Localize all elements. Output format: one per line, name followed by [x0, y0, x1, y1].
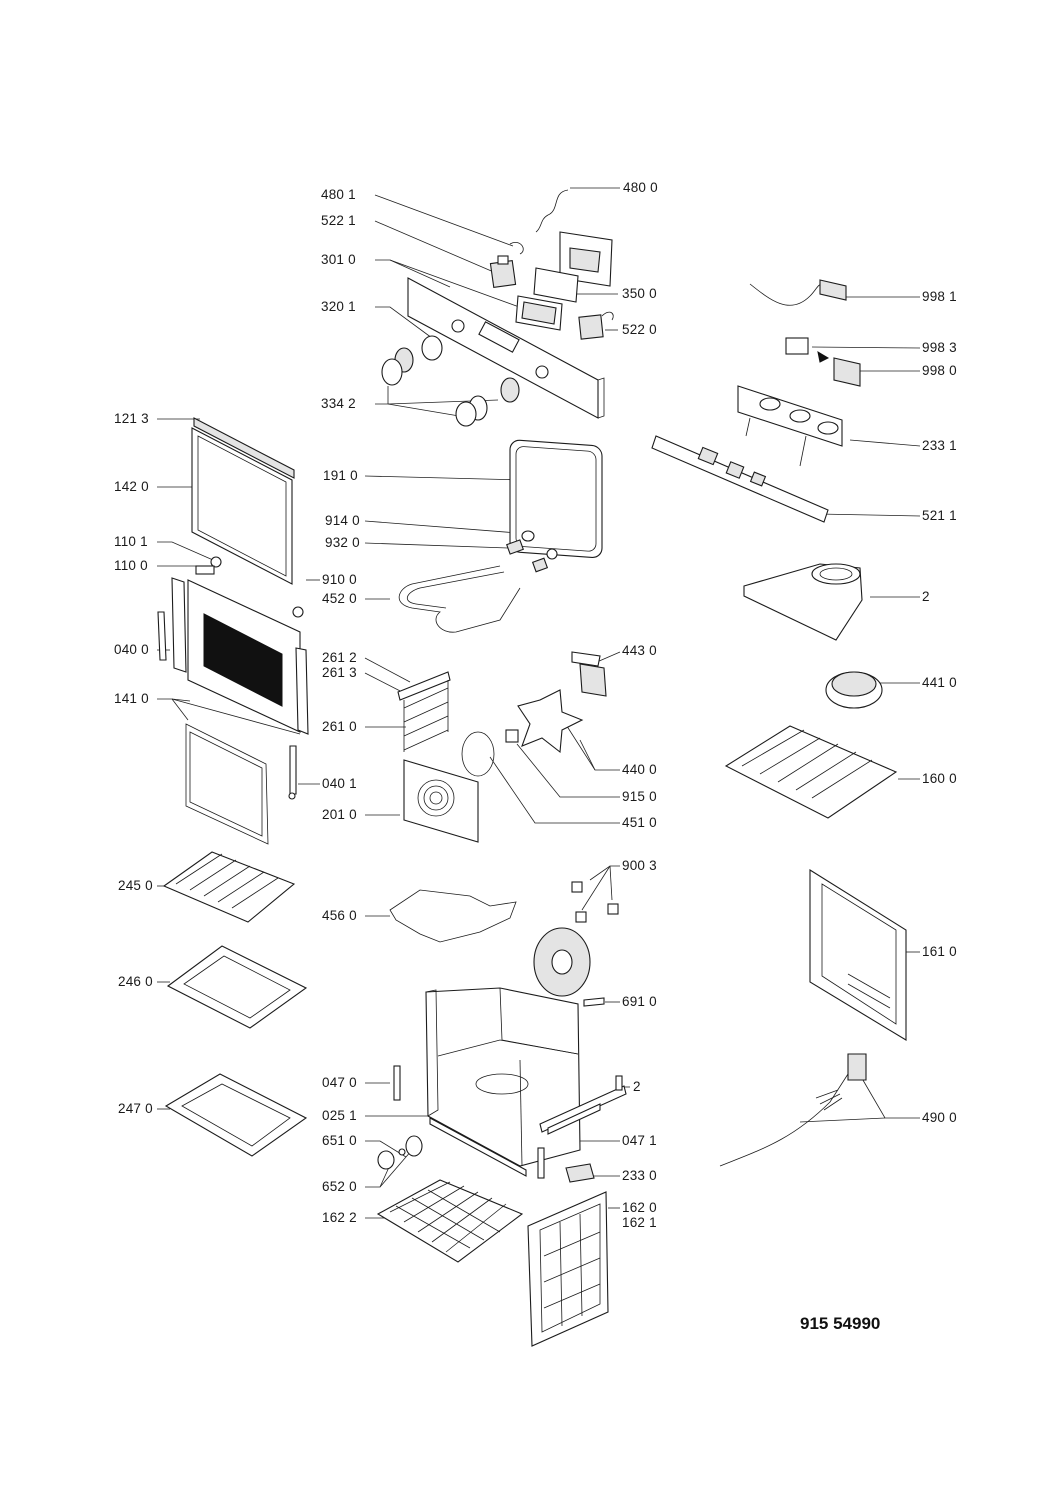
part-label: 440 0 — [622, 762, 657, 777]
part-label: 301 0 — [321, 252, 356, 267]
part-label: 915 0 — [622, 789, 657, 804]
part-label: 2 — [633, 1079, 641, 1094]
part-label: 651 0 — [322, 1133, 357, 1148]
part-label: 040 1 — [322, 776, 357, 791]
reference-number: 915 54990 — [800, 1314, 881, 1333]
part-label: 451 0 — [622, 815, 657, 830]
part-label: 162 0 — [622, 1200, 657, 1215]
part-label: 910 0 — [322, 572, 357, 587]
part-label: 261 0 — [322, 719, 357, 734]
part-label: 350 0 — [622, 286, 657, 301]
part-label: 480 1 — [321, 187, 356, 202]
part-label: 691 0 — [622, 994, 657, 1009]
part-label: 443 0 — [622, 643, 657, 658]
part-label: 121 3 — [114, 411, 149, 426]
part-label: 160 0 — [922, 771, 957, 786]
trays-group — [162, 851, 308, 1157]
right-parts-group — [719, 563, 907, 1167]
leader-lines — [157, 187, 921, 1219]
part-label: 261 3 — [322, 665, 357, 680]
cavity-parts-group — [376, 439, 627, 1347]
part-label: 652 0 — [322, 1179, 357, 1194]
door-group — [157, 417, 309, 845]
part-label: 998 1 — [922, 289, 957, 304]
part-label: 914 0 — [325, 513, 360, 528]
part-label: 456 0 — [322, 908, 357, 923]
control-panel-group — [381, 189, 614, 427]
part-label: 900 3 — [622, 858, 657, 873]
part-label: 2 — [922, 589, 930, 604]
part-label: 141 0 — [114, 691, 149, 706]
part-label: 047 1 — [622, 1133, 657, 1148]
part-label: 521 1 — [922, 508, 957, 523]
part-label: 245 0 — [118, 878, 153, 893]
part-label: 110 1 — [114, 534, 148, 549]
part-label: 162 1 — [622, 1215, 657, 1230]
part-label: 047 0 — [322, 1075, 357, 1090]
part-label: 932 0 — [325, 535, 360, 550]
part-label: 320 1 — [321, 299, 356, 314]
part-label: 233 1 — [922, 438, 957, 453]
part-label: 334 2 — [321, 396, 356, 411]
part-label: 233 0 — [622, 1168, 657, 1183]
part-label: 522 0 — [622, 322, 657, 337]
part-label: 247 0 — [118, 1101, 153, 1116]
part-label: 110 0 — [114, 558, 148, 573]
part-label: 480 0 — [623, 180, 658, 195]
part-label: 452 0 — [322, 591, 357, 606]
part-label: 162 2 — [322, 1210, 357, 1225]
part-label: 201 0 — [322, 807, 357, 822]
part-label: 522 1 — [321, 213, 356, 228]
part-label: 441 0 — [922, 675, 957, 690]
part-label: 490 0 — [922, 1110, 957, 1125]
part-label: 040 0 — [114, 642, 149, 657]
part-label: 025 1 — [322, 1108, 357, 1123]
part-label: 261 2 — [322, 650, 357, 665]
part-label: 998 3 — [922, 340, 957, 355]
part-label: 142 0 — [114, 479, 149, 494]
electronics-group — [651, 279, 861, 523]
part-label: 161 0 — [922, 944, 957, 959]
part-label: 191 0 — [323, 468, 358, 483]
part-label: 246 0 — [118, 974, 153, 989]
part-label: 998 0 — [922, 363, 957, 378]
